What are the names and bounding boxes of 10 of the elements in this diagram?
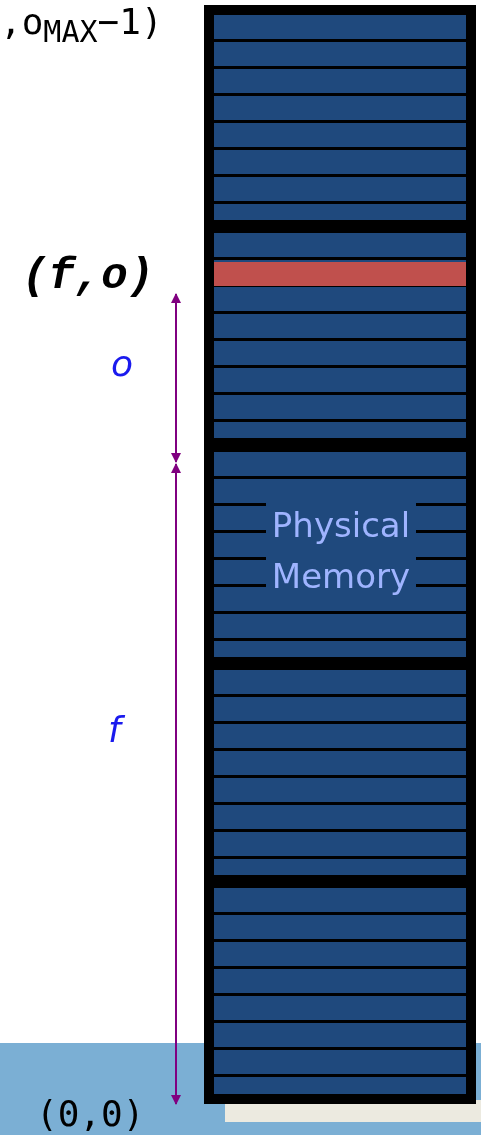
memory-frame <box>214 452 466 657</box>
coordinate-label: (0,0) <box>36 1096 145 1132</box>
coordinate-label: ,o$_{MAX}$−1) <box>0 4 163 48</box>
memory-column <box>204 5 476 1104</box>
memory-frame <box>214 233 466 438</box>
memory-frame <box>214 670 466 875</box>
offset-label: o <box>111 346 134 382</box>
memory-frame <box>214 15 466 220</box>
coordinate-label: (f,o) <box>22 254 155 298</box>
memory-frame <box>214 888 466 1094</box>
